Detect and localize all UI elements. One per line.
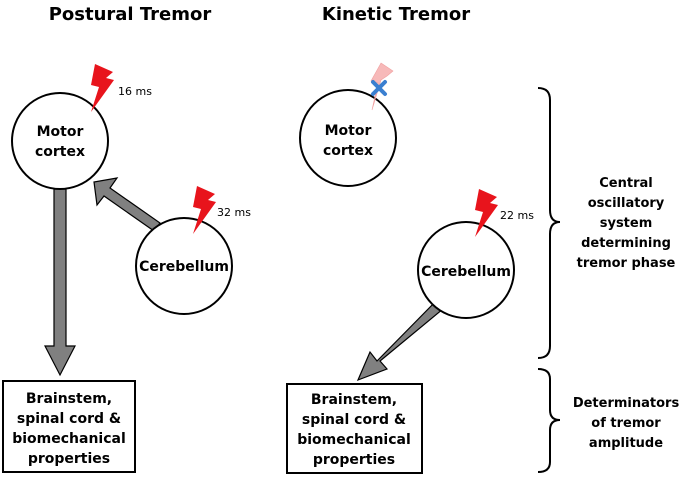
cerebellum-to-cortex-arrow: [93, 177, 161, 232]
lightning-bolt-icon: [91, 64, 114, 112]
motor-cortex-timing: 16 ms: [118, 85, 152, 98]
brainstem-line2: spinal cord &: [17, 411, 121, 427]
motor-cortex-label-line1: Motor: [37, 124, 84, 140]
cerebellum-node: Cerebellum: [135, 217, 233, 315]
cerebellum-label: Cerebellum: [139, 259, 229, 275]
lightning-bolt-icon: [475, 189, 498, 237]
cerebellum-timing: 32 ms: [217, 206, 251, 219]
central-line1: Central: [599, 176, 652, 191]
motor-cortex-label-line2: cortex: [323, 143, 373, 159]
determinators-line2: of tremor: [591, 416, 661, 431]
kinetic-panel: Motor cortex Cerebellum 22 ms Brainstem,…: [286, 62, 534, 474]
postural-panel: Motor cortex 16 ms Cerebellum 32 ms Brai…: [2, 64, 251, 473]
determinators-label: Determinators of tremor amplitude: [573, 396, 680, 451]
brainstem-line1: Brainstem,: [311, 392, 397, 408]
motor-cortex-label-line2: cortex: [35, 144, 85, 160]
brainstem-line4: properties: [313, 452, 395, 468]
central-oscillatory-bracket: [537, 87, 561, 359]
brainstem-line1: Brainstem,: [26, 391, 112, 407]
central-line2: oscillatory: [588, 196, 665, 211]
postural-tremor-title: Postural Tremor: [49, 4, 212, 25]
determinators-line3: amplitude: [589, 436, 663, 451]
brainstem-line3: biomechanical: [297, 432, 411, 448]
determinators-bracket: [537, 368, 561, 473]
motor-cortex-label-line1: Motor: [325, 123, 372, 139]
brainstem-box: Brainstem, spinal cord & biomechanical p…: [2, 380, 136, 473]
brainstem-box: Brainstem, spinal cord & biomechanical p…: [286, 383, 423, 474]
brainstem-line4: properties: [28, 451, 110, 467]
central-line3: system: [600, 216, 653, 231]
cortex-to-brainstem-arrow: [44, 188, 76, 377]
cerebellum-node: Cerebellum: [417, 221, 515, 319]
central-line5: tremor phase: [577, 256, 676, 271]
cerebellum-to-brainstem-arrow: [356, 295, 450, 382]
brainstem-line2: spinal cord &: [302, 412, 406, 428]
central-line4: determining: [581, 236, 671, 251]
cerebellum-timing: 22 ms: [500, 209, 534, 222]
brainstem-line3: biomechanical: [12, 431, 126, 447]
blocked-cross-icon: [371, 80, 387, 96]
cerebellum-label: Cerebellum: [421, 264, 511, 280]
determinators-line1: Determinators: [573, 396, 680, 411]
central-oscillatory-label: Central oscillatory system determining t…: [577, 176, 676, 271]
motor-cortex-node: Motor cortex: [299, 89, 397, 187]
motor-cortex-node: Motor cortex: [11, 92, 109, 190]
kinetic-tremor-title: Kinetic Tremor: [322, 4, 470, 25]
lightning-bolt-icon: [193, 186, 216, 234]
